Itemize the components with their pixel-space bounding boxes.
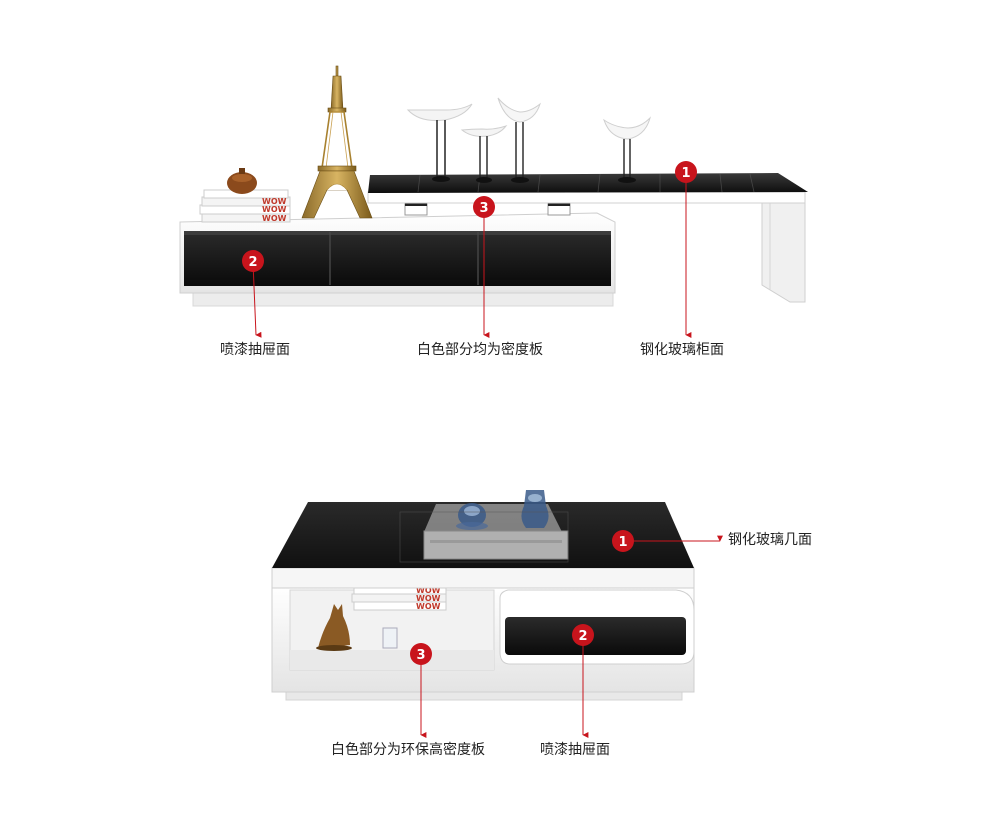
- shelf-books: WOW WOW WOW: [351, 585, 447, 611]
- decor-pot: [227, 168, 257, 194]
- coffee-table: WOW WOW WOW: [271, 490, 723, 738]
- label-table-drawer: 喷漆抽屉面: [540, 742, 610, 758]
- eiffel-tower-ornament: [301, 65, 373, 219]
- label-table-glass: 钢化玻璃几面: [728, 532, 812, 548]
- svg-text:2: 2: [248, 255, 257, 270]
- svg-text:1: 1: [618, 535, 627, 550]
- svg-text:WOW: WOW: [416, 594, 441, 603]
- book-stack: WOW WOW WOW: [199, 189, 291, 223]
- svg-text:1: 1: [681, 166, 690, 181]
- cat-statue: [316, 604, 352, 651]
- label-tv-board: 白色部分均为密度板: [417, 342, 543, 358]
- tv-marker-1: 1: [675, 161, 697, 183]
- table-marker-1: 1: [612, 530, 634, 552]
- svg-text:WOW: WOW: [262, 197, 287, 206]
- table-marker-3: 3: [410, 643, 432, 665]
- book-spine-text: WOW: [262, 214, 287, 223]
- svg-text:3: 3: [479, 201, 488, 216]
- blue-glass-ornaments: [456, 490, 549, 530]
- tv-marker-3: 3: [473, 196, 495, 218]
- label-table-board: 白色部分为环保高密度板: [331, 742, 485, 758]
- tv-cabinet: WOW WOW WOW: [179, 65, 808, 338]
- label-tv-glass: 钢化玻璃柜面: [640, 342, 724, 358]
- svg-text:WOW: WOW: [416, 586, 441, 595]
- svg-text:3: 3: [416, 648, 425, 663]
- table-marker-2: 2: [572, 624, 594, 646]
- bird-ornaments: [406, 97, 651, 183]
- label-tv-drawer: 喷漆抽屉面: [220, 342, 290, 358]
- svg-text:WOW: WOW: [262, 205, 287, 214]
- table-drawer: [505, 617, 686, 655]
- tv-marker-2: 2: [242, 250, 264, 272]
- tv-glass-top: [368, 173, 808, 193]
- svg-text:2: 2: [578, 629, 587, 644]
- svg-text:WOW: WOW: [416, 602, 441, 611]
